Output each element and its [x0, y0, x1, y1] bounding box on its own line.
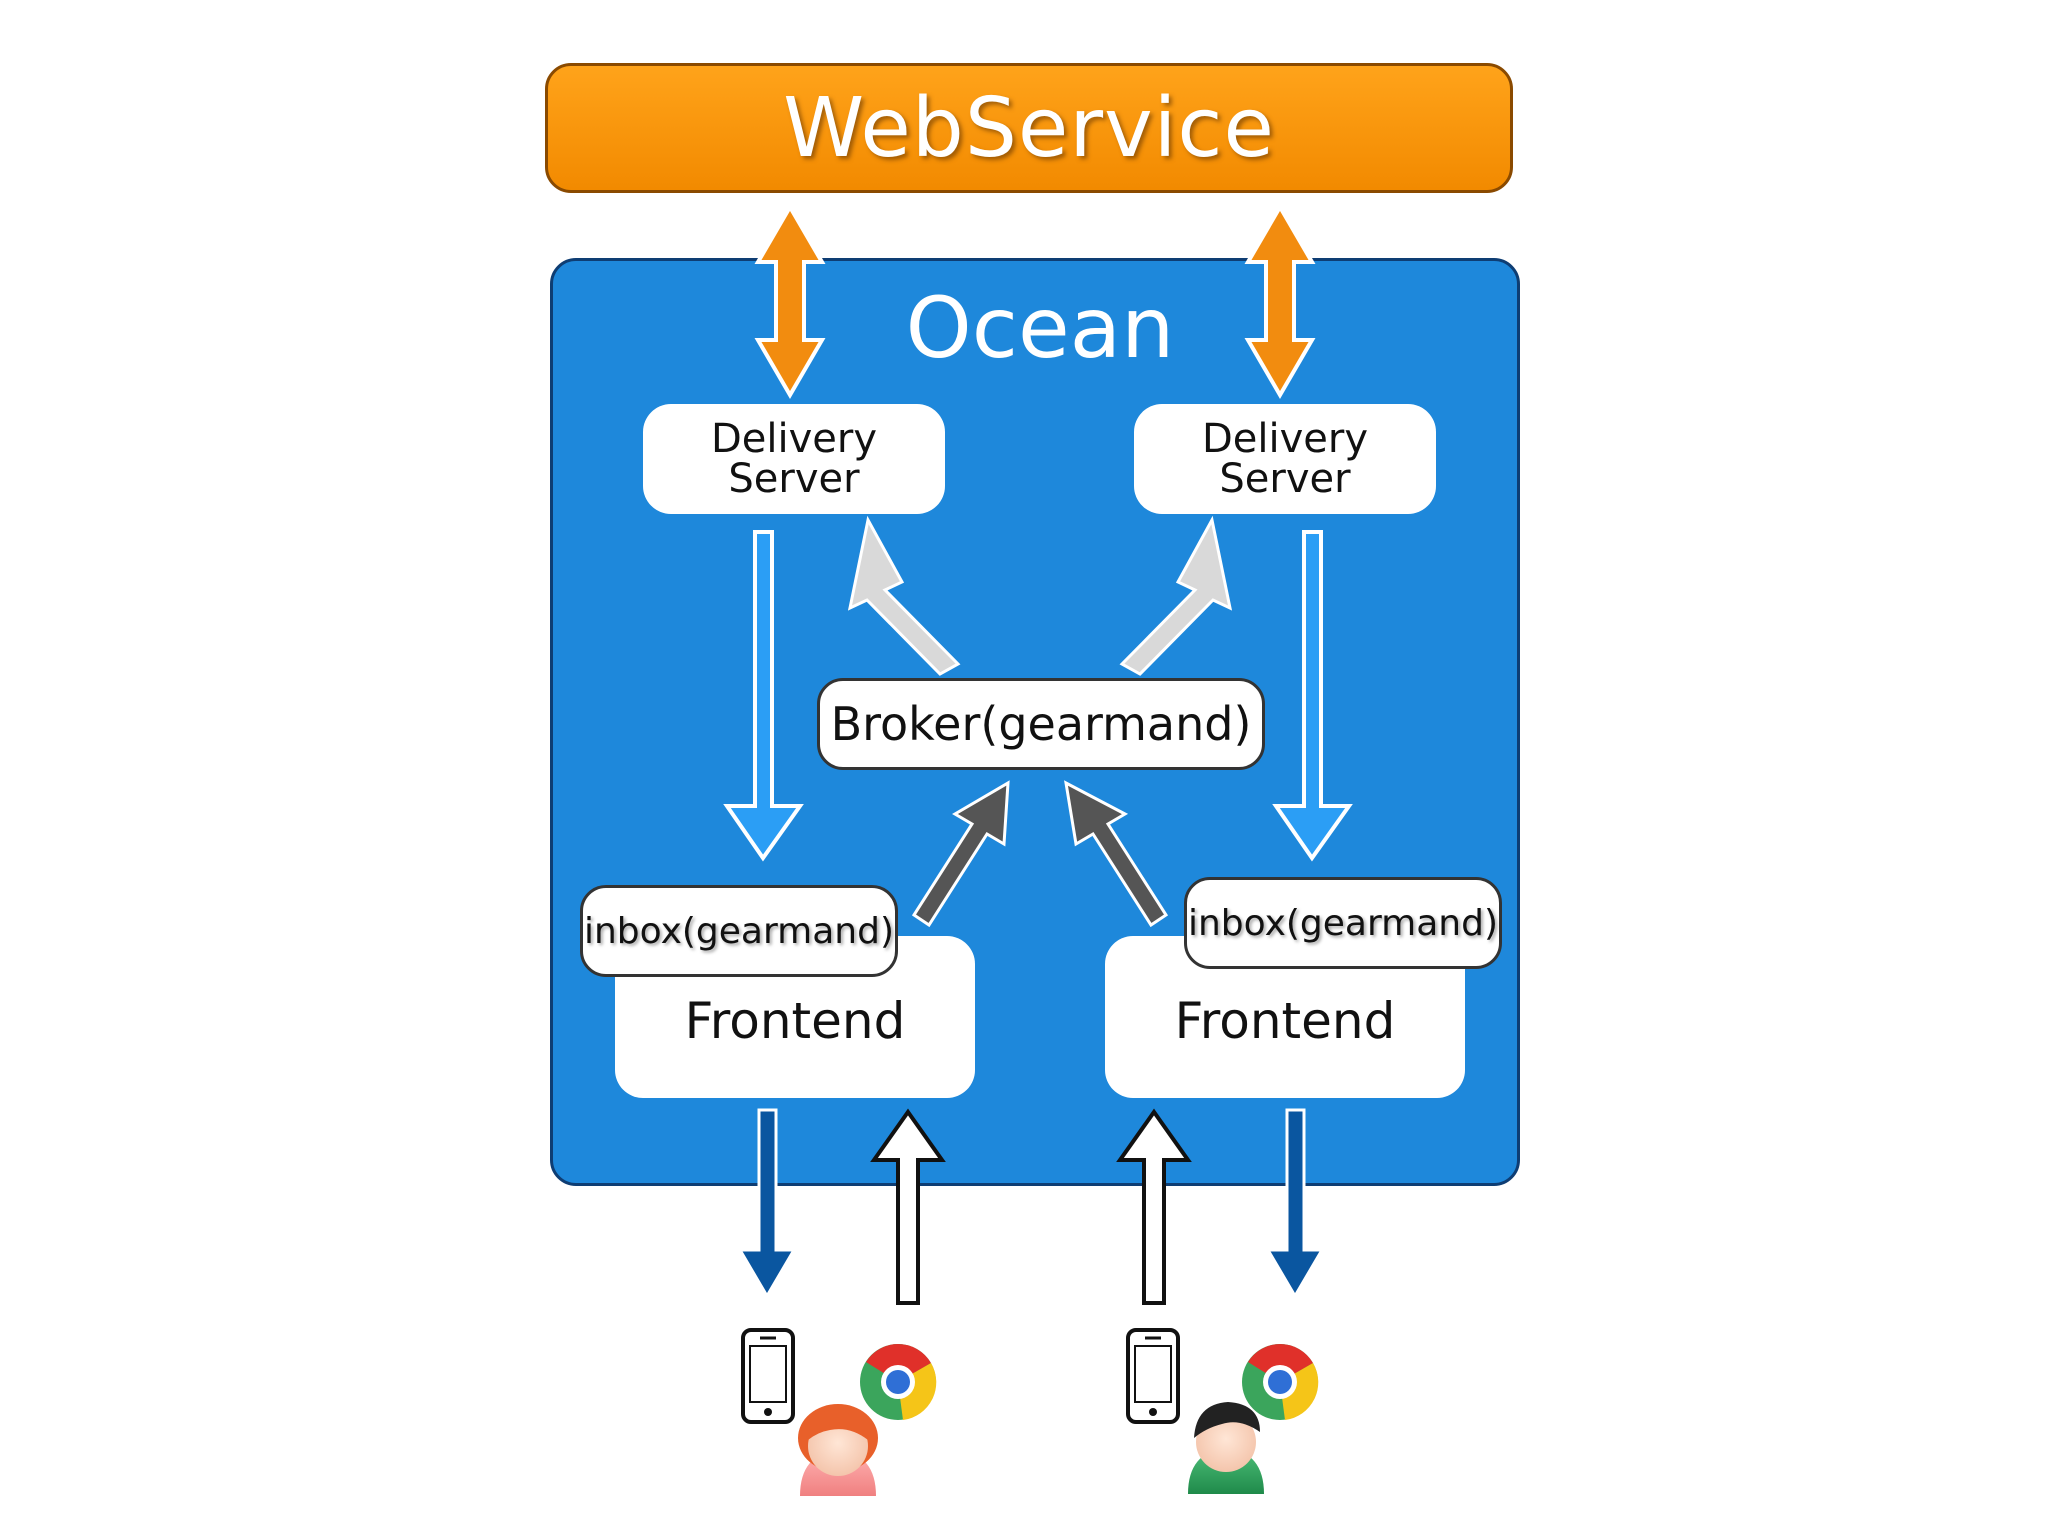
webservice-box: WebService	[545, 63, 1513, 193]
inbox-left: inbox(gearmand)	[580, 885, 898, 977]
dark-arrow-frontend-to-broker-left	[911, 780, 1010, 928]
frontend-right-label: Frontend	[1174, 992, 1396, 1050]
inbox-right: inbox(gearmand)	[1184, 877, 1502, 969]
dark-arrow-frontend-to-broker-right	[1064, 780, 1169, 928]
delivery-server-right: Delivery Server	[1134, 404, 1436, 514]
inbox-right-label: inbox(gearmand)	[1187, 902, 1498, 944]
user-female-icon	[798, 1404, 878, 1496]
white-up-arrow-left	[870, 1108, 946, 1305]
ocean-label: Ocean	[905, 279, 1175, 377]
smartphone-icon	[1126, 1328, 1180, 1424]
inbox-left-label: inbox(gearmand)	[583, 910, 894, 952]
frontend-left-label: Frontend	[684, 992, 906, 1050]
gray-arrow-broker-to-delivery-left	[847, 515, 961, 676]
broker-label: Broker(gearmand)	[830, 697, 1252, 751]
navy-down-arrow-right	[1265, 1108, 1325, 1299]
chrome-icon	[860, 1344, 937, 1420]
delivery-server-left: Delivery Server	[643, 404, 945, 514]
blue-down-arrow-right	[1272, 530, 1353, 862]
orange-double-arrow-left	[754, 203, 826, 399]
blue-down-arrow-left	[723, 530, 804, 862]
orange-double-arrow-right	[1244, 203, 1316, 399]
delivery-server-left-line1: Delivery	[710, 416, 878, 462]
chrome-icon	[1242, 1343, 1319, 1420]
broker-box: Broker(gearmand)	[817, 678, 1265, 770]
user-male-icon	[1188, 1402, 1264, 1494]
smartphone-icon	[741, 1328, 795, 1424]
gray-arrow-broker-to-delivery-right	[1119, 515, 1233, 676]
delivery-server-right-line1: Delivery	[1201, 416, 1369, 462]
delivery-server-right-line2: Server	[1219, 456, 1351, 502]
white-up-arrow-right	[1116, 1108, 1192, 1305]
webservice-label: WebService	[783, 80, 1275, 176]
navy-down-arrow-left	[737, 1108, 797, 1299]
delivery-server-left-line2: Server	[728, 456, 860, 502]
